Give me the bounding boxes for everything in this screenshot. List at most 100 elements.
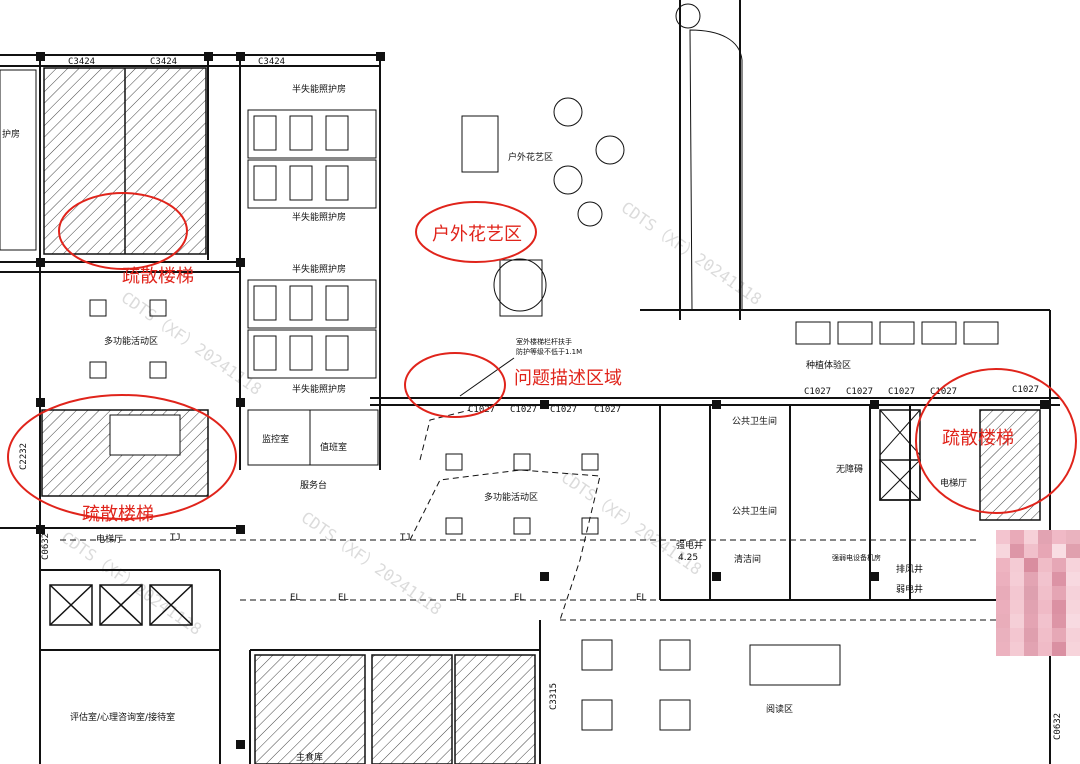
- mosaic-cell: [996, 614, 1010, 628]
- mosaic-cell: [1024, 544, 1038, 558]
- mosaic-cell: [1066, 628, 1080, 642]
- room-label: 电梯厅: [940, 477, 967, 489]
- mosaic-cell: [996, 600, 1010, 614]
- room-label: 种植体验区: [806, 359, 851, 371]
- room-label: 电梯厅: [96, 533, 123, 545]
- mosaic-cell: [1024, 572, 1038, 586]
- annotation-problem: [404, 352, 506, 418]
- mosaic-cell: [996, 530, 1010, 544]
- mosaic-cell: [1010, 586, 1024, 600]
- mosaic-cell: [1010, 642, 1024, 656]
- room-label: 评估室/心理咨询室/接待室: [70, 711, 175, 723]
- note-leader-line: [459, 357, 515, 397]
- mosaic-cell: [1066, 572, 1080, 586]
- mosaic-cell: [1066, 544, 1080, 558]
- tag-c1027: C1027: [1012, 385, 1039, 395]
- mosaic-cell: [1024, 642, 1038, 656]
- tag-c1027: C1027: [468, 405, 495, 415]
- mosaic-cell: [1052, 544, 1066, 558]
- room-label: 弱电井: [896, 583, 923, 595]
- room-label: 多功能活动区: [484, 491, 538, 503]
- stair-right: [879, 409, 1041, 521]
- stair-top-left: C3424 C3424 C3424: [43, 57, 285, 255]
- room-label: 护房: [2, 128, 20, 140]
- mosaic-cell: [1024, 628, 1038, 642]
- annotation-labels: 疏散楼梯 疏散楼梯 疏散楼梯 户外花艺区 问题描述区域: [82, 224, 1014, 525]
- tag-c1027: C1027: [804, 387, 831, 397]
- tag-c1027: C1027: [594, 405, 621, 415]
- watermark-text: CDTS（XF）20241118: [298, 508, 446, 619]
- room-label: 多功能活动区: [104, 335, 158, 347]
- mosaic-cell: [1066, 530, 1080, 544]
- mosaic-cell: [1066, 558, 1080, 572]
- mosaic-cell: [1052, 558, 1066, 572]
- room-label: 半失能照护房: [292, 263, 346, 275]
- room-label: 主食库: [296, 751, 323, 763]
- note-label: 防护等级不低于1.1M: [516, 347, 582, 356]
- mosaic-cell: [1010, 628, 1024, 642]
- watermark-text: CDTS（XF）20241118: [58, 528, 206, 639]
- stair-mid-left: C2232: [19, 409, 209, 497]
- mosaic-cell: [1038, 544, 1052, 558]
- mosaic-cell: [1052, 572, 1066, 586]
- room-label: 值班室: [320, 441, 347, 453]
- elevators-left: [49, 584, 193, 626]
- mosaic-cell: [1024, 614, 1038, 628]
- pixelated-mosaic: [996, 530, 1080, 656]
- annotation-label: 户外花艺区: [432, 224, 522, 245]
- mosaic-cell: [996, 586, 1010, 600]
- room-label: 半失能照护房: [292, 211, 346, 223]
- care-room-labels: 半失能照护房 半失能照护房 半失能照护房 半失能照护房 护房 监控室 值班室 服…: [2, 83, 347, 491]
- mosaic-cell: [1010, 558, 1024, 572]
- mosaic-cell: [1052, 530, 1066, 544]
- area-labels: 多功能活动区 多功能活动区 户外花艺区 种植体验区 公共卫生间 公共卫生间 电梯…: [70, 151, 967, 763]
- mosaic-cell: [1052, 600, 1066, 614]
- tag-el: EL: [338, 593, 349, 603]
- tag-c3424: C3424: [258, 57, 285, 67]
- mosaic-cell: [1038, 558, 1052, 572]
- mosaic-cell: [1038, 530, 1052, 544]
- mosaic-cell: [1052, 614, 1066, 628]
- room-label: 公共卫生间: [732, 505, 777, 517]
- care-rooms: [0, 69, 379, 466]
- tag-c2232: C2232: [19, 443, 29, 470]
- mosaic-cell: [1038, 586, 1052, 600]
- tables: [89, 3, 999, 731]
- room-label: 清洁间: [734, 553, 761, 565]
- mosaic-cell: [1010, 600, 1024, 614]
- window-tags: C1027 C1027 C1027 C1027 C1027 C1027 C102…: [41, 385, 1063, 740]
- tag-tj: TJ: [400, 533, 411, 543]
- mosaic-cell: [1010, 544, 1024, 558]
- mosaic-cell: [1010, 530, 1024, 544]
- room-label: 户外花艺区: [508, 151, 553, 163]
- room-label: 监控室: [262, 433, 289, 445]
- mosaic-cell: [1038, 628, 1052, 642]
- room-label: 排风井: [896, 563, 923, 575]
- annotation-label: 疏散楼梯: [942, 428, 1014, 449]
- tag-c3315: C3315: [549, 683, 559, 710]
- tag-c0632: C0632: [1053, 713, 1063, 740]
- annotation-stair-right: [915, 368, 1077, 514]
- tag-el: EL: [514, 593, 525, 603]
- room-label: 强电井: [676, 539, 703, 551]
- service-lines: [60, 409, 1000, 621]
- tag-c3424: C3424: [150, 57, 177, 67]
- mosaic-cell: [1038, 600, 1052, 614]
- tag-c0632: C0632: [41, 533, 51, 560]
- tag-el: EL: [456, 593, 467, 603]
- mosaic-cell: [1066, 614, 1080, 628]
- mosaic-cell: [1052, 642, 1066, 656]
- mosaic-cell: [1066, 586, 1080, 600]
- tag-c1027: C1027: [510, 405, 537, 415]
- annotation-label: 疏散楼梯: [122, 266, 194, 287]
- annotation-label: 疏散楼梯: [82, 504, 154, 525]
- mosaic-cell: [1038, 614, 1052, 628]
- tag-el: EL: [636, 593, 647, 603]
- room-label: 公共卫生间: [732, 415, 777, 427]
- columns: [36, 52, 1049, 749]
- room-label: 无障碍: [836, 463, 863, 475]
- tag-tj: TJ: [170, 533, 181, 543]
- mosaic-cell: [1024, 530, 1038, 544]
- annotation-stair-mid-left: [7, 394, 237, 520]
- mosaic-cell: [1052, 586, 1066, 600]
